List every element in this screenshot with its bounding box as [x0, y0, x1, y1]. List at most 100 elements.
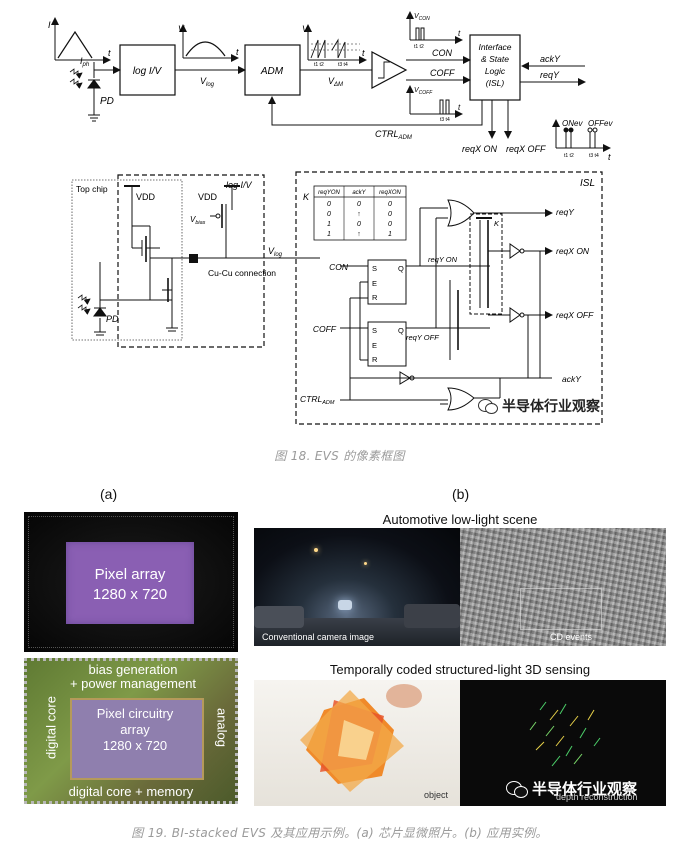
comparator-symbol — [371, 51, 408, 89]
k-label: K — [303, 192, 310, 202]
vdd-1-label: VDD — [136, 192, 156, 202]
light-arrows-icon — [69, 68, 83, 89]
truth-table: reqYON ackY reqXON 0 0 0 0 ↑ 0 1 0 0 1 ↑… — [313, 185, 407, 241]
conventional-label: Conventional camera image — [262, 632, 375, 642]
chip-photo-pixel-array: Pixel array 1280 x 720 — [24, 512, 238, 652]
table-cell: 0 — [327, 211, 331, 218]
con-bottom-label: CON — [329, 262, 349, 272]
figure-19-caption: 图 19. BI-stacked EVS 及其应用示例。(a) 芯片显微照片。(… — [131, 826, 548, 840]
fig19-watermark: 半导体行业观察 — [506, 778, 637, 799]
pd-label: PD — [100, 96, 114, 107]
latch-q: Q — [398, 264, 404, 273]
photodiode-symbol — [87, 62, 101, 122]
watermark-text: 半导体行业观察 — [502, 399, 600, 415]
wechat-icon — [506, 780, 528, 798]
table-cell: 0 — [327, 201, 331, 208]
k2-label: K — [494, 219, 500, 228]
vlog-label: Vlog — [200, 76, 215, 88]
chip-photo-circuitry: bias generation + power management Pixel… — [24, 658, 238, 804]
cucu-label: Cu-Cu connection — [208, 268, 276, 278]
offev-label: OFFev — [588, 119, 613, 128]
digital-core-label: digital core — [43, 696, 59, 759]
panel-a-label: (a) — [100, 486, 118, 502]
cd-events-image: CD events — [460, 528, 666, 646]
isl-region-label: ISL — [580, 178, 595, 189]
vcon-label: VCON — [414, 13, 430, 22]
latch-s-2: S — [372, 326, 377, 335]
vcon-pulse — [406, 11, 463, 44]
vlog-bottom-label: Vlog — [268, 246, 283, 258]
vbias-node — [215, 213, 221, 219]
pixel-array-region — [66, 542, 194, 624]
vbias-label: Vbias — [190, 215, 206, 226]
reqy-bottom-label: reqY — [556, 207, 575, 217]
top-chip-label: Top chip — [76, 184, 108, 194]
adm-label: ADM — [260, 66, 284, 77]
vcoff-pulse — [406, 85, 463, 118]
cd-events-label: CD events — [550, 632, 593, 642]
table-cell: ↑ — [357, 211, 361, 218]
table-cell: ↑ — [357, 231, 361, 238]
v-axis-label: V — [178, 24, 185, 34]
reqy-label: reqY — [540, 70, 560, 80]
panel-b-label: (b) — [452, 486, 470, 502]
offev-t-label: t3 t4 — [589, 153, 599, 159]
coff-bottom-label: COFF — [313, 324, 337, 334]
current-waveform — [51, 17, 111, 64]
reqx-off-bottom-label: reqX OFF — [556, 310, 594, 320]
object-label: object — [424, 790, 449, 800]
fig18-watermark: 半导体行业观察 — [478, 396, 600, 416]
pixel-circuitry-label: Pixel circuitry — [96, 706, 174, 721]
vdelta-label: VΔM — [328, 76, 343, 88]
structured-light-title: Temporally coded structured-light 3D sen… — [329, 662, 591, 677]
latch-q-2: Q — [398, 326, 404, 335]
acky-label: ackY — [540, 54, 561, 64]
t-axis-label-5: t — [458, 103, 461, 112]
table-header-3: reqXON — [379, 190, 401, 196]
iph-label: Iph — [80, 56, 90, 68]
acky-bottom-label: ackY — [562, 374, 582, 384]
watermark-text: 半导体行业观察 — [532, 780, 638, 798]
light-arrows-bottom-icon — [77, 294, 91, 315]
cu-cu-connection-icon — [189, 254, 198, 263]
vdd-2-label: VDD — [198, 192, 218, 202]
isl-region — [295, 171, 603, 425]
reqx-off-label: reqX OFF — [506, 144, 546, 154]
figure-18-diagram: I t Iph PD log I/V V t Vlog ADM V — [48, 11, 613, 425]
event-pulses — [552, 119, 611, 152]
t-axis-label-2: t — [236, 47, 239, 57]
automotive-title: Automotive low-light scene — [382, 512, 538, 527]
isl-block — [469, 34, 521, 101]
latch-r: R — [372, 293, 378, 302]
table-cell: 0 — [388, 201, 392, 208]
isl-schematic-wires — [340, 199, 553, 411]
table-cell: 0 — [388, 221, 392, 228]
vlog-waveform — [179, 24, 239, 62]
ctrl-adm-label: CTRLADM — [375, 129, 412, 141]
circuitry-array-label: array — [120, 722, 150, 737]
depth-label: depth reconstruction — [556, 792, 638, 802]
con-label: CON — [432, 48, 453, 58]
t-axis-label-3: t — [362, 48, 365, 58]
i-axis-label: I — [48, 20, 51, 30]
log-iv-label: log I/V — [133, 66, 163, 77]
coff-label: COFF — [430, 68, 455, 78]
table-header-2: ackY — [352, 190, 366, 196]
latch-r-2: R — [372, 355, 378, 364]
vcoff-t-label: t3 t4 — [440, 117, 450, 123]
origami-object-image: object — [254, 680, 460, 806]
latch-e: E — [372, 279, 377, 288]
top-chip-region — [71, 179, 183, 341]
isl-line-1: Interface — [478, 42, 511, 52]
reqx-on-bottom-label: reqX ON — [556, 246, 590, 256]
reqy-on-label: reqY ON — [428, 255, 458, 264]
onev-t-label: t1 t2 — [564, 153, 574, 159]
circuitry-resolution: 1280 x 720 — [102, 738, 168, 753]
pixel-array-label: Pixel array — [94, 566, 166, 583]
depth-reconstruction-image: depth reconstruction — [460, 680, 666, 806]
table-cell: 0 — [357, 221, 361, 228]
table-cell: 1 — [327, 221, 331, 228]
latch-s: S — [372, 264, 377, 273]
power-label: + power management — [69, 676, 197, 691]
bias-label: bias generation — [88, 662, 178, 677]
